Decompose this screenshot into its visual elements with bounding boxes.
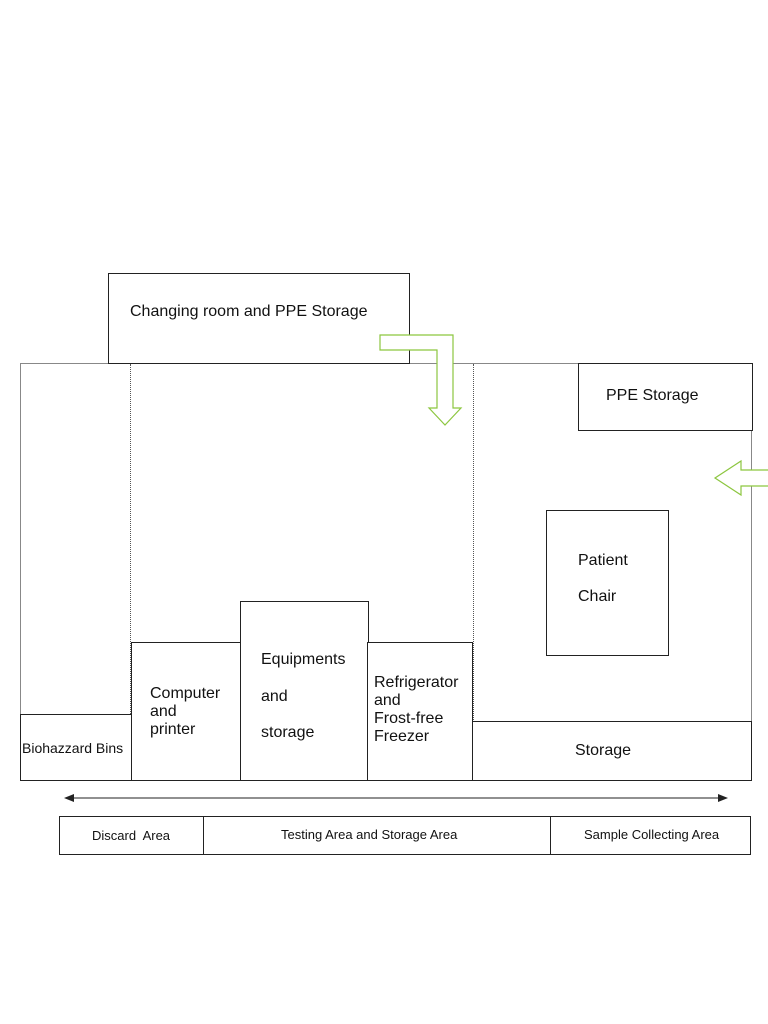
entry-arrow-down (379, 334, 463, 426)
storage: Storage (472, 721, 752, 781)
entry-arrow-left (713, 459, 768, 497)
patient-chair: Patient Chair (546, 510, 669, 656)
biohazard-bins-label: Biohazzard Bins (22, 740, 124, 756)
biohazard-bins: Biohazzard Bins (20, 714, 132, 781)
changing-room-label: Changing room and PPE Storage (130, 303, 368, 320)
storage-label: Storage (575, 742, 632, 759)
refrigerator-line-2: and (374, 692, 401, 709)
zone-testing: Testing Area and Storage Area (203, 816, 551, 855)
computer-printer: Computer and printer (131, 642, 241, 781)
equipments-storage: Equipments and storage (240, 601, 369, 781)
zone-testing-label: Testing Area and Storage Area (281, 827, 458, 842)
computer-printer-line-2: and (150, 703, 177, 720)
ppe-storage: PPE Storage (578, 363, 753, 431)
equipments-line-2: and (261, 688, 288, 705)
computer-printer-line-1: Computer (150, 685, 221, 702)
equipments-line-1: Equipments (261, 651, 346, 668)
refrigerator-line-3: Frost-free (374, 710, 444, 727)
zone-sample-label: Sample Collecting Area (584, 827, 720, 842)
double-arrow (64, 794, 728, 802)
zone-sample: Sample Collecting Area (550, 816, 751, 855)
patient-chair-line-1: Patient (578, 552, 628, 569)
patient-chair-line-2: Chair (578, 588, 617, 605)
zone-discard-label: Discard Area (92, 828, 171, 843)
changing-room: Changing room and PPE Storage (108, 273, 410, 364)
refrigerator-freezer: Refrigerator and Frost-free Freezer (367, 642, 473, 781)
partition-discard-testing (130, 364, 131, 714)
refrigerator-line-4: Freezer (374, 728, 430, 745)
equipments-line-3: storage (261, 724, 315, 741)
ppe-storage-label: PPE Storage (606, 387, 699, 404)
refrigerator-line-1: Refrigerator (374, 674, 459, 691)
zone-discard: Discard Area (59, 816, 204, 855)
partition-testing-sample (473, 364, 474, 722)
computer-printer-line-3: printer (150, 721, 196, 738)
